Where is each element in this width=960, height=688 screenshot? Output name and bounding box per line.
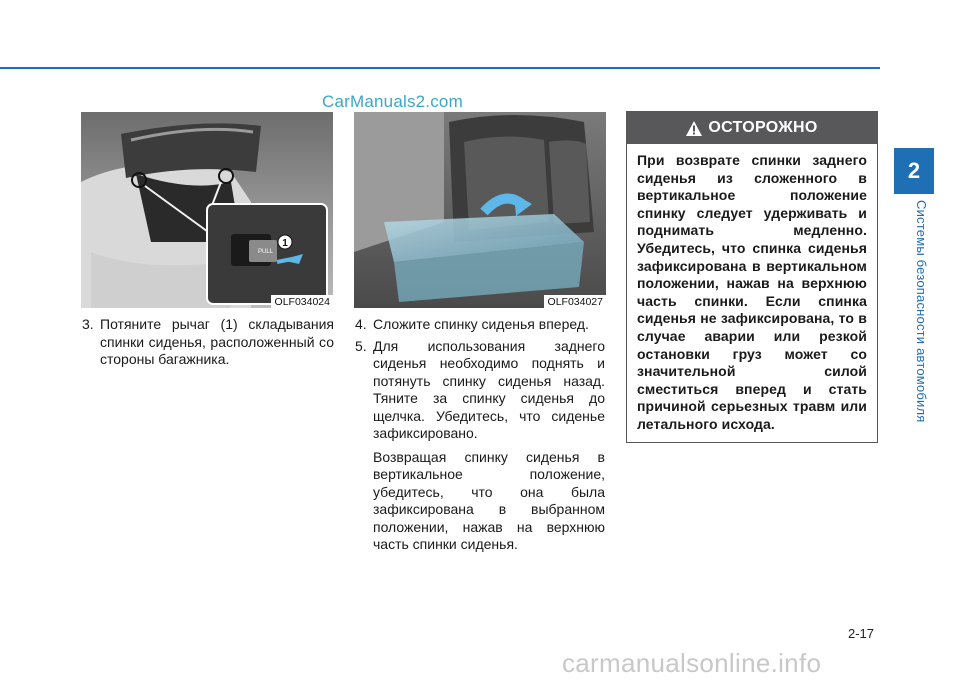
watermark-bottom[interactable]: carmanualsonline.info [562, 648, 822, 678]
column-2-text: 4. Сложите спинку сиденья вперед. 5. Для… [355, 316, 605, 554]
figure-trunk-lever: 1 PULL OLF034024 [81, 112, 333, 308]
figure-code: OLF034027 [543, 295, 606, 308]
page-number: 2-17 [848, 626, 875, 641]
chapter-number-tab: 2 [894, 148, 934, 194]
list-item: 3. Потяните рычаг (1) складывания спинки… [82, 316, 334, 369]
warning-title: ОСТОРОЖНО [708, 119, 818, 136]
warning-header: ОСТОРОЖНО [627, 112, 877, 144]
callout-number: 1 [282, 238, 288, 249]
item-text: Потяните рычаг (1) складывания спинки си… [100, 316, 334, 367]
warning-box: ОСТОРОЖНО При возврате спинки заднего си… [626, 111, 878, 443]
top-rule [0, 67, 880, 69]
watermark-top[interactable]: CarManuals2.com [322, 92, 463, 111]
warning-triangle-icon [686, 120, 703, 136]
note-paragraph: Возвращая спинку сиденья в вертикальное … [373, 448, 605, 553]
list-item: 4. Сложите спинку сиденья вперед. [355, 316, 605, 334]
column-1-text: 3. Потяните рычаг (1) складывания спинки… [82, 316, 334, 373]
chapter-title: Системы безопасности автомобиля [914, 200, 929, 423]
item-text: Сложите спинку сиденья вперед. [373, 316, 589, 332]
item-number: 4. [355, 316, 367, 332]
item-text: Для использования заднего сиденья необхо… [373, 337, 605, 442]
item-number: 5. [355, 337, 367, 354]
figure-seat-fold: OLF034027 [354, 112, 606, 308]
seat-illustration [354, 112, 606, 308]
trunk-illustration: 1 PULL [81, 112, 333, 308]
item-number: 3. [82, 316, 94, 332]
figure-code: OLF034024 [270, 295, 333, 308]
warning-text: При возврате спинки заднего сиденья из с… [637, 152, 867, 432]
lever-label: PULL [258, 249, 274, 255]
list-item: 5. Для использования заднего сиденья нео… [355, 338, 605, 443]
